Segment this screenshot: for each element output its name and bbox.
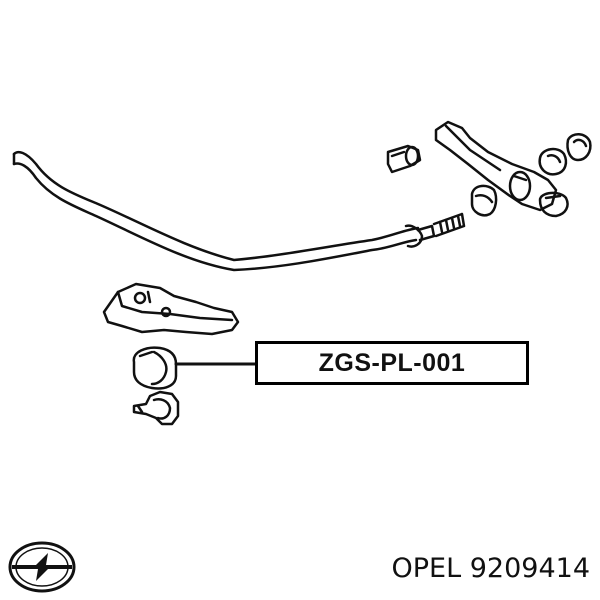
oem-part-number: 9209414 xyxy=(469,553,590,584)
arm-end-bushing xyxy=(538,191,569,218)
stud-bushing xyxy=(470,184,498,217)
part-number-label-box: ZGS-PL-001 xyxy=(255,341,529,385)
bushing-clamp xyxy=(132,390,180,426)
cup-washers xyxy=(538,133,592,176)
stabilizer-bar xyxy=(12,150,466,272)
opel-logo-icon xyxy=(8,541,76,593)
brand-name: OPEL xyxy=(391,553,462,584)
mounting-bracket xyxy=(102,282,240,336)
bar-end-bushing xyxy=(386,144,422,174)
part-number-label: ZGS-PL-001 xyxy=(318,348,466,377)
stabilizer-bushing xyxy=(132,346,178,390)
brand-part-number: OPEL 9209414 xyxy=(392,553,590,584)
